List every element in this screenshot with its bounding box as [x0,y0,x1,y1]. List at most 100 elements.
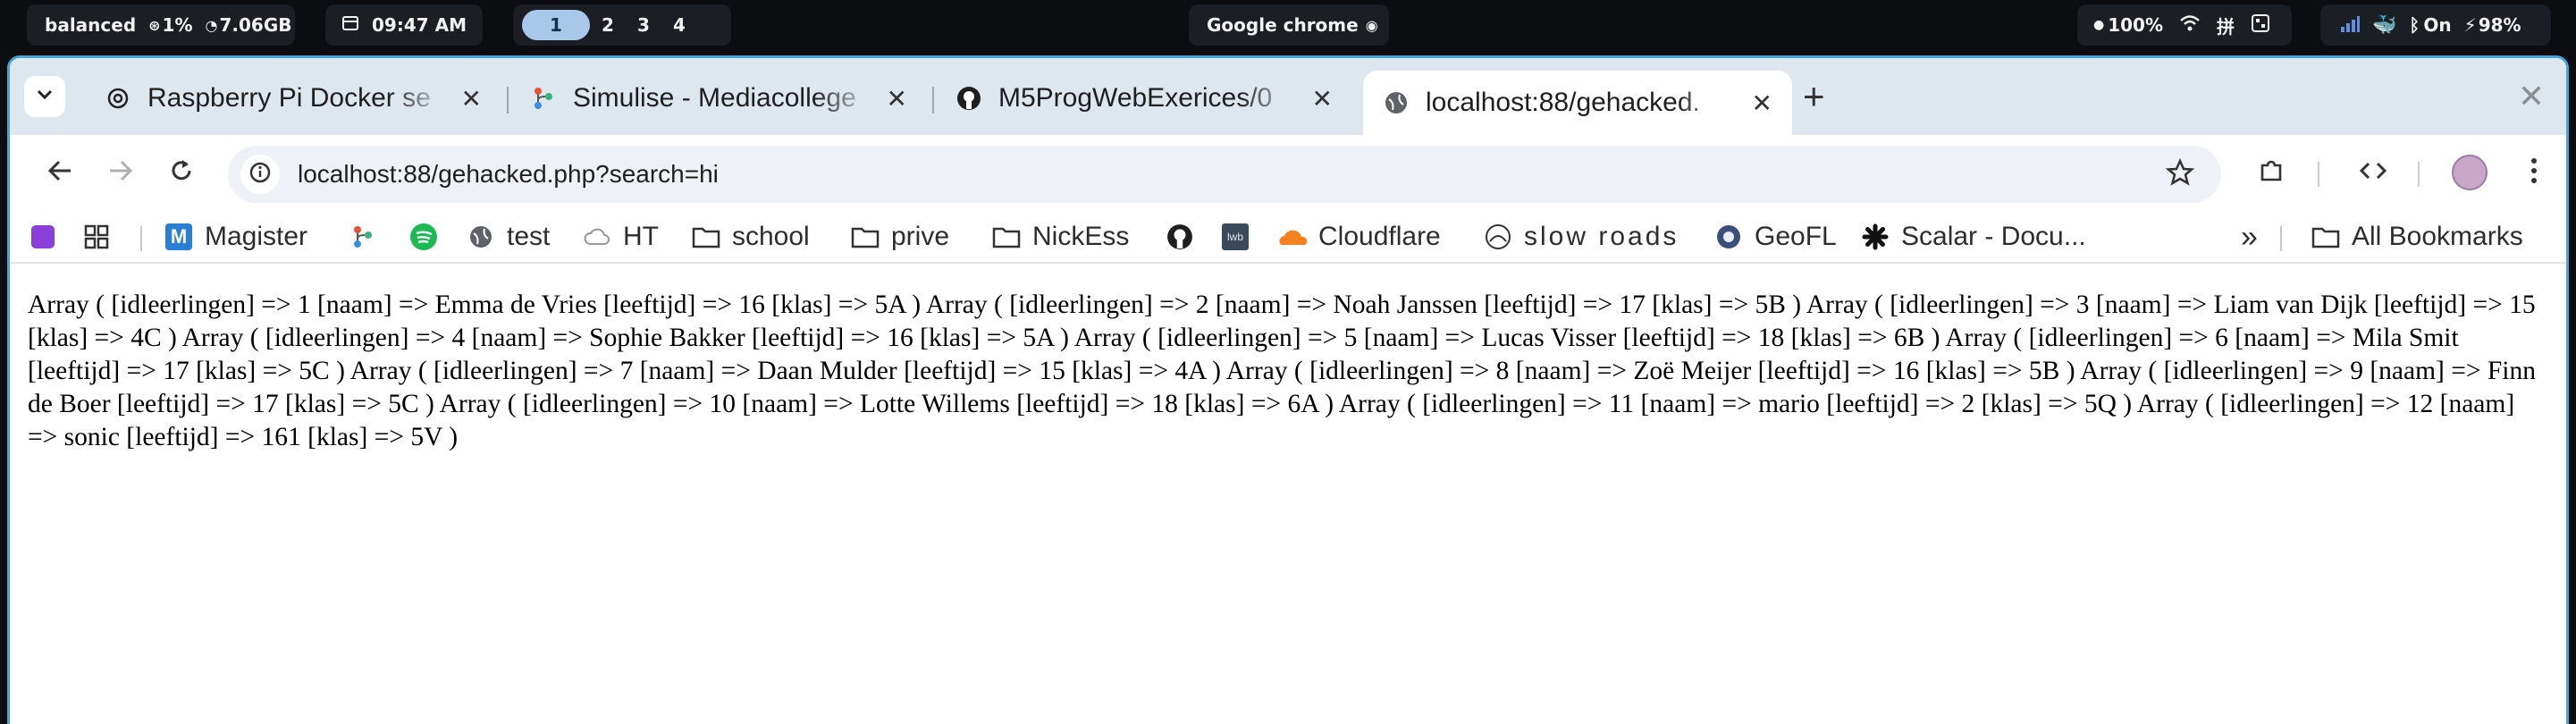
bookmark-purple[interactable] [28,219,69,255]
chrome-icon: ◉ [1365,16,1378,34]
bookmark-label: Cloudflare [1318,222,1441,251]
tab-strip: Raspberry Pi Docker se ✕ Simulise - Medi… [10,58,2566,135]
profile-button[interactable] [2450,153,2489,192]
bookmark-git[interactable] [348,219,389,255]
status-pill[interactable]: ● 100% 拼 [2077,4,2292,46]
tab-search-button[interactable] [24,76,65,117]
git-branch-icon [530,85,557,112]
top-panel: balanced ⊛ 1% ◔ 7.06GB 09:47 AM 1 2 3 4 … [0,0,2576,55]
tab-raspberry-pi[interactable]: Raspberry Pi Docker se ✕ [85,71,501,126]
toolbar-divider [2318,162,2319,187]
tab-title: localhost:88/gehacked. [1426,88,1700,117]
page-content: Array ( [idleerlingen] => 1 [naam] => Em… [10,265,2566,724]
volume-icon: ● [2093,18,2105,32]
tab-github[interactable]: M5ProgWebExerices/0 ✕ [936,71,1352,126]
battery-stat: ⚡ 98% [2464,14,2521,36]
cloud-link-icon [582,222,612,252]
address-bar[interactable]: localhost:88/gehacked.php?search=hi [228,146,2221,203]
geofl-icon [1713,222,1744,252]
back-button[interactable] [40,153,80,192]
php-output-text: Array ( [idleerlingen] => 1 [naam] => Em… [28,290,2536,451]
bookmark-label: GeoFL [1755,222,1837,251]
bookmark-geofl[interactable]: GeoFL [1713,219,1837,255]
purple-square-icon [28,222,58,252]
bookmark-label: HT [623,222,659,251]
bluetooth-value: On [2423,14,2452,36]
close-tab-icon[interactable]: ✕ [886,84,907,113]
volume-value: 100% [2108,14,2164,36]
folder-icon [850,222,880,252]
github-icon [955,85,982,112]
memory-value: 7.06GB [219,14,292,36]
puzzle-icon [2257,156,2286,189]
bookmark-ht[interactable]: HT [582,219,659,255]
workspace-3[interactable]: 3 [626,10,661,40]
menu-button[interactable] [2514,153,2554,192]
bookmark-label: school [732,222,810,251]
bookmark-magister[interactable]: M Magister [164,219,307,255]
git-branch-icon [348,222,378,252]
bookmark-cloudflare[interactable]: Cloudflare [1277,219,1441,255]
bookmark-label: Scalar - Docu... [1901,222,2086,251]
new-tab-button[interactable]: + [1803,75,1825,117]
cpu-icon: ⊛ [148,16,161,34]
code-icon [2359,160,2387,186]
devtools-button[interactable] [2353,153,2393,192]
signal-icon [2340,14,2360,37]
system-stats-pill[interactable]: balanced ⊛ 1% ◔ 7.06GB [27,4,295,46]
slow-roads-icon [1483,222,1513,252]
bookmark-lwb[interactable]: lwb [1220,219,1261,255]
close-tab-icon[interactable]: ✕ [1311,84,1333,113]
folder-icon [691,222,721,252]
bookmark-label: All Bookmarks [2352,222,2523,251]
bookmark-nickess[interactable]: NickEss [991,219,1129,255]
tab-title: M5ProgWebExerices/0 [998,83,1273,113]
wifi-icon [2179,14,2201,37]
workspace-1[interactable]: 1 [522,10,590,40]
window-close-icon[interactable]: ✕ [2517,78,2545,114]
apps-grid-icon [81,222,112,252]
bookmark-spotify[interactable] [408,219,450,255]
close-tab-icon[interactable]: ✕ [460,84,482,113]
tab-title: Simulise - Mediacollege [573,83,856,113]
power-profile-label: balanced [45,14,137,36]
active-window-pill[interactable]: Google chrome ◉ [1189,4,1389,46]
bookmark-apps[interactable] [81,219,122,255]
bookmark-scalar[interactable]: Scalar - Docu... [1860,219,2086,255]
bookmarks-overflow-button[interactable]: » [2241,219,2258,254]
workspace-4[interactable]: 4 [661,10,697,40]
bookmark-divider [140,226,142,251]
cpu-value: 1% [162,14,193,36]
bluetooth-icon: ᛒ [2409,14,2420,36]
close-tab-icon[interactable]: ✕ [1751,88,1772,117]
bookmark-label: test [507,222,551,251]
all-bookmarks-button[interactable]: All Bookmarks [2311,219,2523,255]
cloudflare-icon [1277,222,1308,252]
url-text[interactable]: localhost:88/gehacked.php?search=hi [298,160,719,188]
arrow-left-icon [47,159,72,187]
avatar [2452,155,2488,190]
bookmark-test[interactable]: test [466,219,550,255]
bookmark-star-icon[interactable] [2165,157,2195,191]
bookmark-label: NickEss [1032,222,1130,251]
reload-button[interactable] [162,153,201,192]
input-method-icon: 拼 [2217,15,2235,38]
tab-simulise[interactable]: Simulise - Mediacollege ✕ [510,71,927,126]
bookmark-school[interactable]: school [691,219,810,255]
workspace-2[interactable]: 2 [590,10,626,40]
bookmark-label: prive [891,222,950,251]
extensions-button[interactable] [2252,153,2291,192]
tab-localhost[interactable]: localhost:88/gehacked. ✕ [1363,71,1792,135]
memory-icon: ◔ [205,16,218,34]
bookmark-slow-roads[interactable]: slow roads [1483,219,1679,255]
calendar-icon [341,14,359,37]
browser-window: Raspberry Pi Docker se ✕ Simulise - Medi… [7,55,2569,724]
bookmark-github[interactable] [1165,219,1206,255]
clock-pill[interactable]: 09:47 AM [325,4,483,46]
bookmark-prive[interactable]: prive [850,219,949,255]
reload-icon [169,158,194,188]
site-info-button[interactable] [240,155,280,194]
folder-icon [2311,222,2341,252]
tray-pill[interactable]: 🐳 ᛒ On ⚡ 98% [2320,4,2551,46]
forward-button[interactable] [101,153,140,192]
